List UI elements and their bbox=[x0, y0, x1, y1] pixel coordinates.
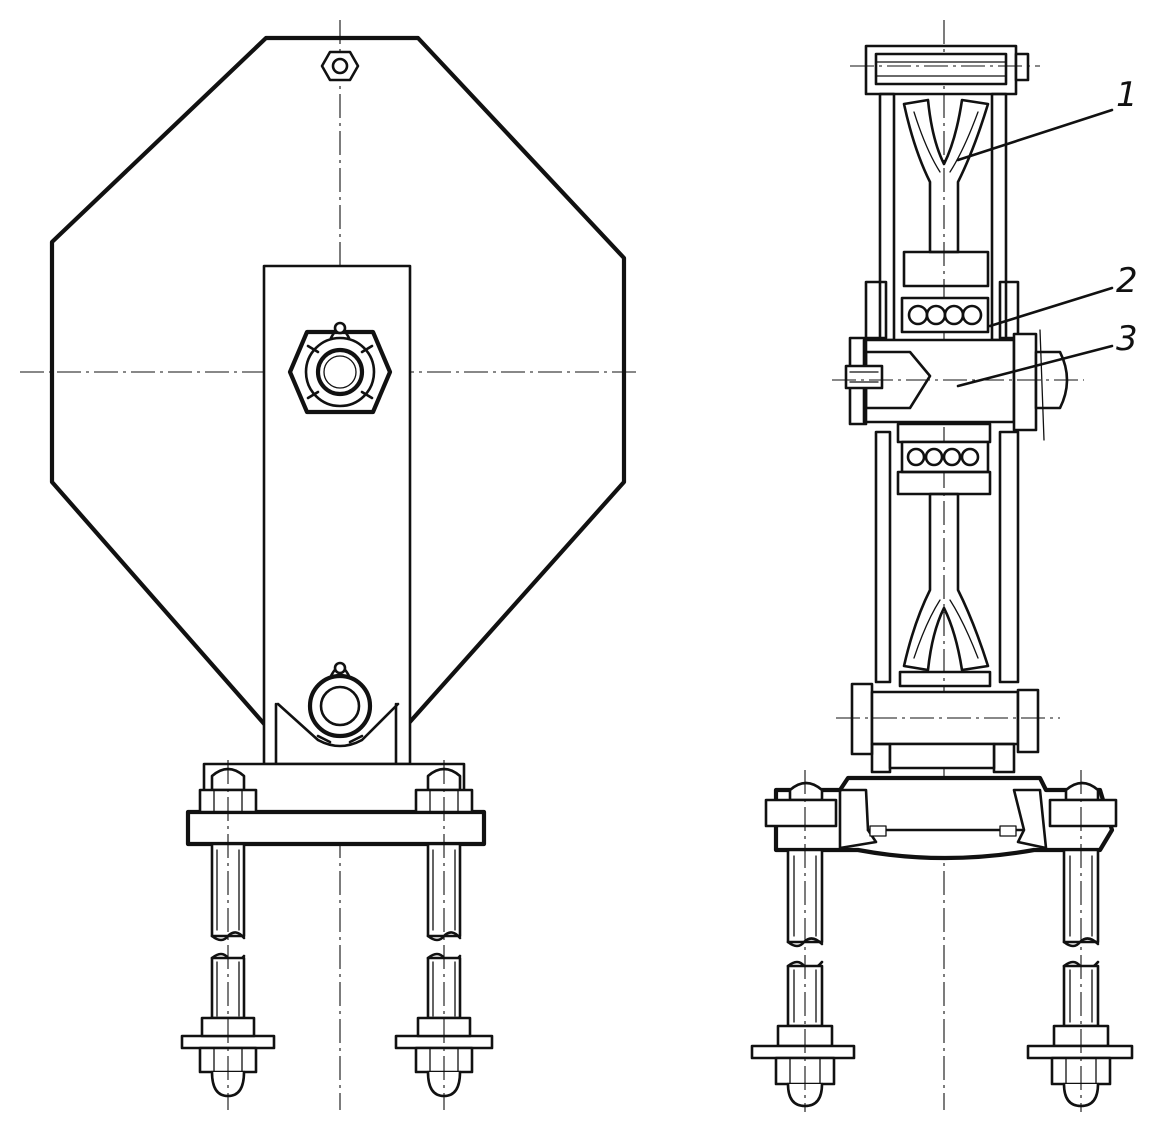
callout-3-label: 3 bbox=[1116, 319, 1138, 359]
left-anchor-bolt bbox=[180, 760, 276, 1110]
lower-hub bbox=[307, 661, 373, 744]
callout-2-label: 2 bbox=[1116, 261, 1138, 301]
top-mounting-nut bbox=[320, 50, 360, 82]
lower-pulley bbox=[898, 492, 992, 688]
upper-pulley bbox=[902, 98, 990, 288]
callout-3-leader bbox=[956, 344, 1114, 388]
lower-ball-bearing bbox=[896, 422, 992, 496]
axle bbox=[832, 329, 1084, 441]
right-boss bbox=[998, 280, 1020, 340]
left-boss bbox=[864, 280, 888, 340]
callout-2-leader bbox=[988, 286, 1114, 328]
housing-left-wall-lower bbox=[874, 430, 892, 684]
side-left-anchor-bolt bbox=[750, 770, 856, 1112]
base-casting bbox=[773, 775, 1115, 861]
right-anchor-bolt bbox=[394, 760, 494, 1110]
hub-nut bbox=[287, 321, 393, 415]
upper-ball-bearing bbox=[900, 296, 990, 334]
top-cap bbox=[850, 44, 1040, 96]
housing-right-wall-lower bbox=[998, 430, 1020, 684]
lower-pin bbox=[836, 682, 1060, 774]
base-plate bbox=[185, 809, 487, 847]
side-right-anchor-bolt bbox=[1026, 770, 1134, 1112]
front-view bbox=[20, 20, 640, 1110]
callout-1-label: 1 bbox=[1116, 75, 1138, 115]
callout-1-leader bbox=[956, 108, 1114, 162]
side-section-view: 1 2 3 bbox=[750, 20, 1138, 1112]
